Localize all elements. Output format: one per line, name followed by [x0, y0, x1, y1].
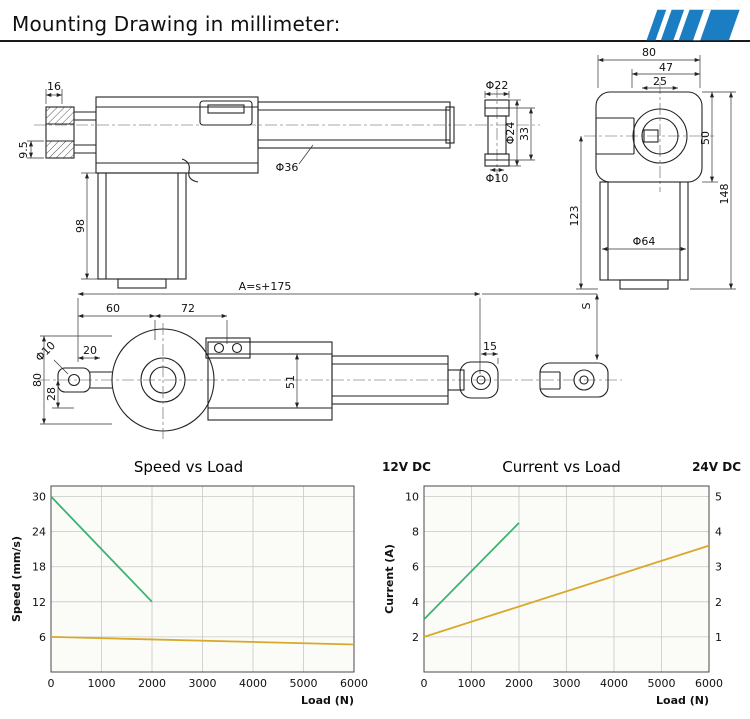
- x-axis-label: Load (N): [656, 694, 709, 707]
- y-axis-label: Current (A): [383, 544, 396, 614]
- dim-phi10-rod-label: Φ10: [486, 172, 509, 185]
- x-tick-label: 0: [48, 677, 55, 690]
- x-tick-label: 5000: [290, 677, 318, 690]
- x-tick-label: 4000: [239, 677, 267, 690]
- y-right-tick-label: 1: [715, 631, 722, 644]
- dim-148-label: 148: [718, 184, 731, 205]
- top-view: A=s+175 60 72 Φ10 20 80 28: [31, 280, 622, 439]
- dim-33-label: 33: [518, 127, 531, 141]
- dim-47-label: 47: [659, 61, 673, 74]
- y-tick-label: 8: [412, 526, 419, 539]
- dim-123-label: 123: [568, 206, 581, 227]
- x-tick-label: 4000: [600, 677, 628, 690]
- yellow-line-series: [423, 544, 710, 638]
- x-tick-label: 3000: [553, 677, 581, 690]
- y-tick-label: 10: [405, 491, 419, 504]
- dim-98-label: 98: [74, 219, 87, 233]
- speed-chart-title: Speed vs Load: [133, 458, 244, 476]
- x-tick-label: 1000: [458, 677, 486, 690]
- y-tick-label: 4: [412, 596, 419, 609]
- motor-wire: [181, 158, 199, 183]
- dim-80-left-label: 80: [31, 373, 44, 387]
- dim-51-label: 51: [284, 375, 297, 389]
- dim-a-label: A=s+175: [239, 280, 292, 293]
- y-tick-label: 18: [32, 561, 46, 574]
- side-view: 16 9.5 98 Φ36: [17, 80, 540, 289]
- mounting-drawing: 16 9.5 98 Φ36 Φ22 Φ24: [17, 46, 736, 439]
- y-tick-label: 24: [32, 526, 46, 539]
- y-tick-label: 30: [32, 491, 46, 504]
- dim-80-top-label: 80: [642, 46, 656, 59]
- x-tick-label: 6000: [340, 677, 368, 690]
- plot-border: [423, 485, 710, 673]
- x-tick-label: 3000: [189, 677, 217, 690]
- dim-28-label: 28: [45, 387, 58, 401]
- x-tick-label: 0: [421, 677, 428, 690]
- dim-phi64-label: Φ64: [633, 235, 656, 248]
- end-view: 80 47 25 50 148 123 Φ64: [568, 46, 736, 290]
- gear-housing: [95, 96, 259, 174]
- y-right-tick-label: 2: [715, 596, 722, 609]
- dim-20-label: 20: [83, 344, 97, 357]
- rod-end-detail: Φ22 Φ24 33 Φ10: [484, 79, 535, 185]
- y-right-tick-label: 5: [715, 491, 722, 504]
- green-line-series: [50, 495, 153, 603]
- x-tick-label: 1000: [88, 677, 116, 690]
- y-tick-label: 6: [39, 631, 46, 644]
- x-tick-label: 2000: [138, 677, 166, 690]
- x-axis-label: Load (N): [301, 694, 354, 707]
- current-chart-title: Current vs Load: [502, 458, 621, 476]
- clevis-boss-outer: [632, 108, 688, 164]
- x-tick-label: 2000: [505, 677, 533, 690]
- head-outline: [595, 91, 703, 183]
- rear-clevis-section-bottom: [45, 140, 75, 159]
- rear-clevis-section-top: [45, 106, 75, 125]
- y-axis-label: Speed (mm/s): [10, 536, 23, 622]
- dim-s-label: S: [580, 302, 593, 309]
- dim-phi22-label: Φ22: [486, 79, 509, 92]
- logo-stripe-2: [660, 9, 685, 41]
- dim-50-label: 50: [699, 131, 712, 145]
- dim-phi24-label: Φ24: [504, 122, 517, 145]
- logo-slash: [693, 9, 711, 41]
- page-title: Mounting Drawing in millimeter:: [12, 12, 341, 36]
- x-tick-label: 5000: [648, 677, 676, 690]
- y-right-tick-label: 4: [715, 526, 722, 539]
- motor-body: [97, 172, 187, 280]
- yellow-line-series: [50, 636, 355, 646]
- brand-logo-icon: [646, 9, 740, 41]
- front-clevis-top: [459, 361, 499, 399]
- dim-phi36-label: Φ36: [276, 161, 299, 174]
- outer-tube: [257, 101, 451, 149]
- speed-vs-load-chart: Speed vs Load 0 1000 2000 3000 4000 5000 6000 6…: [7, 456, 370, 708]
- y-tick-label: 12: [32, 596, 46, 609]
- plot-border: [50, 485, 355, 673]
- charts-row: Speed vs Load 0 1000 2000 3000 4000 5000 6000 6…: [0, 456, 750, 708]
- dim-60-label: 60: [106, 302, 120, 315]
- dim-9point5-label: 9.5: [17, 141, 30, 159]
- motor-body-end: [599, 181, 689, 281]
- clevis-hole: [641, 117, 679, 155]
- page-header: Mounting Drawing in millimeter:: [0, 0, 750, 42]
- x-tick-label: 6000: [695, 677, 723, 690]
- right-axis-voltage-label: 24V DC: [692, 460, 741, 474]
- y-tick-label: 6: [412, 561, 419, 574]
- detached-clevis: [539, 362, 609, 398]
- logo-stripe-1: [646, 9, 667, 41]
- y-tick-label: 2: [412, 631, 419, 644]
- green-line-series: [423, 522, 520, 620]
- current-chart-header: 12V DC Current vs Load 24V DC: [380, 456, 743, 478]
- left-axis-voltage-label: 12V DC: [382, 460, 431, 474]
- logo-stripe-3: [678, 9, 740, 41]
- current-vs-load-chart: 12V DC Current vs Load 24V DC 0 1000 2000 3…: [380, 456, 743, 708]
- speed-vs-load-plot: 0 1000 2000 3000 4000 5000 6000 6 12 18 24 30Speed …: [7, 478, 370, 708]
- dim-15-label: 15: [483, 340, 497, 353]
- dim-16-label: 16: [47, 80, 61, 93]
- y-right-tick-label: 3: [715, 561, 722, 574]
- speed-chart-header: Speed vs Load: [7, 456, 370, 478]
- dim-72-label: 72: [181, 302, 195, 315]
- dim-25-label: 25: [653, 75, 667, 88]
